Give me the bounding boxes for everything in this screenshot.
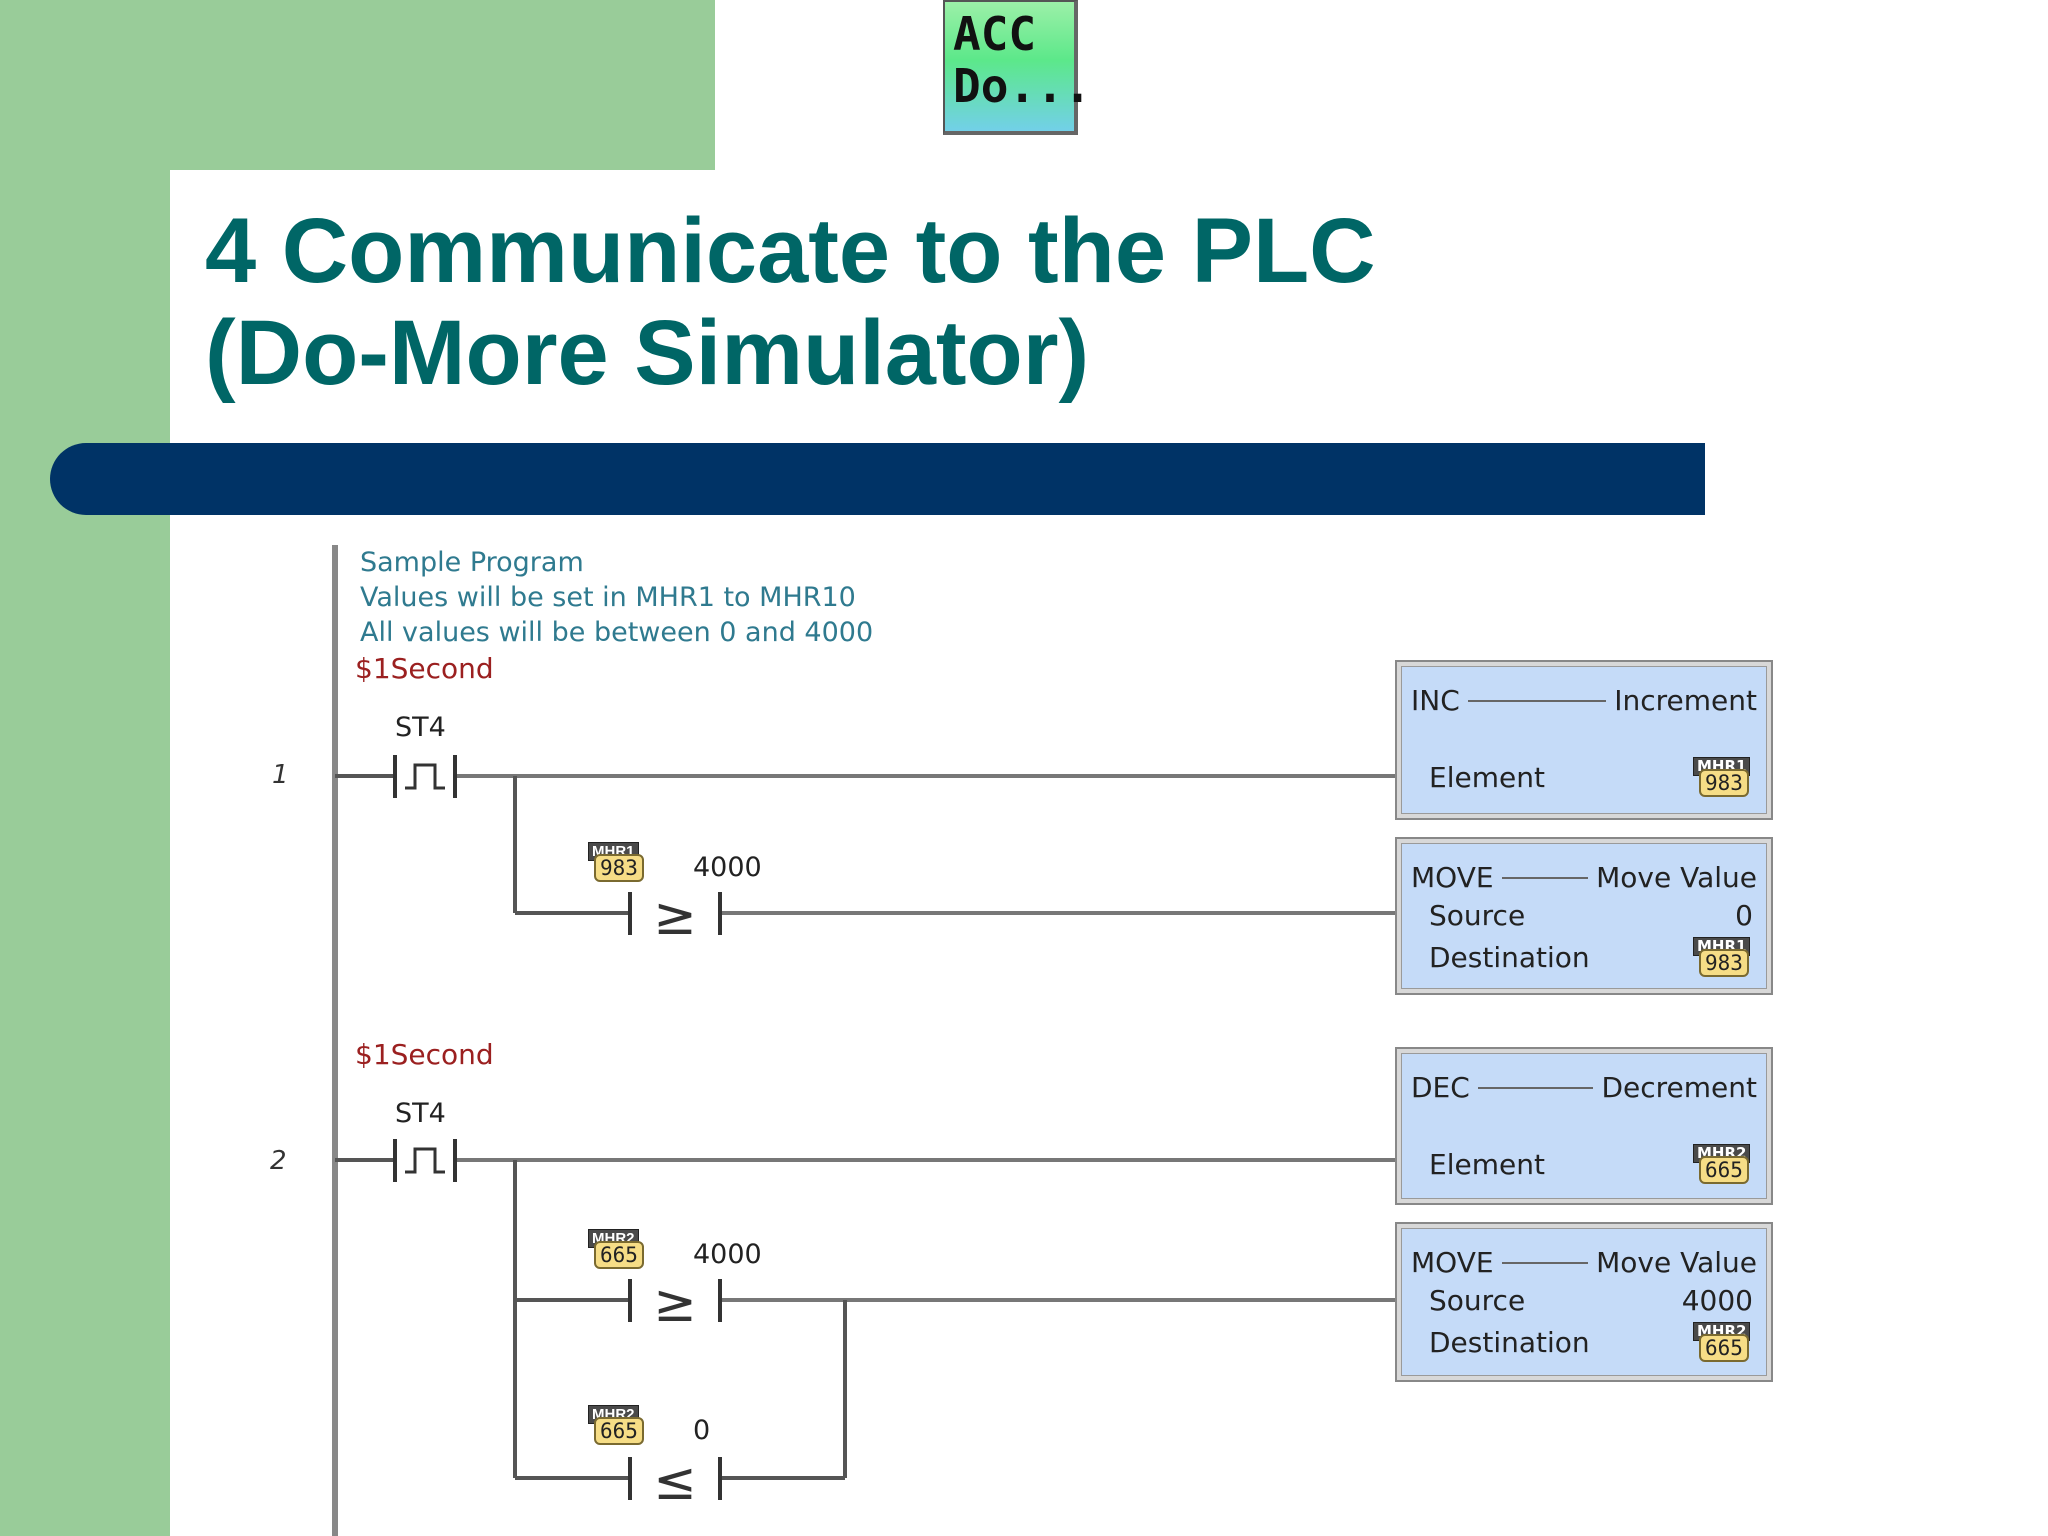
title-line-2: (Do-More Simulator) bbox=[205, 302, 1090, 404]
rung1-contact-label: ST4 bbox=[395, 712, 446, 743]
compare-ge-contact-2[interactable] bbox=[628, 1279, 722, 1322]
st4-contact-1[interactable] bbox=[393, 755, 457, 798]
comment-line-3: All values will be between 0 and 4000 bbox=[360, 617, 874, 648]
ge-operator-1: ≥ bbox=[653, 887, 697, 947]
rung2-trigger: $1Second bbox=[355, 1038, 494, 1071]
move2-source-label: Source bbox=[1429, 1284, 1526, 1317]
le-operator-2: ≤ bbox=[653, 1452, 697, 1512]
move2-dest-label: Destination bbox=[1429, 1325, 1590, 1359]
rung1-compare-constant: 4000 bbox=[693, 852, 762, 883]
move2-desc: Move Value bbox=[1596, 1246, 1757, 1279]
title-divider-band bbox=[50, 443, 1705, 515]
move1-source-value: 0 bbox=[1735, 899, 1753, 932]
green-side-bar bbox=[0, 0, 170, 1536]
dec-name: DEC bbox=[1411, 1071, 1470, 1104]
move2-source-value: 4000 bbox=[1681, 1284, 1753, 1317]
comment-line-2: Values will be set in MHR1 to MHR10 bbox=[360, 582, 856, 613]
green-top-block bbox=[0, 0, 715, 170]
dec-desc: Decrement bbox=[1601, 1071, 1757, 1104]
move1-desc: Move Value bbox=[1596, 861, 1757, 894]
title-line-1: 4 Communicate to the PLC bbox=[205, 200, 1376, 302]
rung2-compare-ge-constant: 4000 bbox=[693, 1239, 762, 1270]
move2-name: MOVE bbox=[1411, 1246, 1494, 1279]
move1-source-label: Source bbox=[1429, 899, 1526, 932]
rung2-compare-le-constant: 0 bbox=[693, 1415, 711, 1446]
inc-element-label: Element bbox=[1429, 760, 1545, 794]
inc-desc: Increment bbox=[1614, 684, 1757, 717]
ge-operator-2: ≥ bbox=[653, 1274, 697, 1334]
dec-element-label: Element bbox=[1429, 1147, 1545, 1181]
st4-contact-2[interactable] bbox=[393, 1139, 457, 1182]
rung1-number: 1 bbox=[272, 760, 289, 790]
move1-name: MOVE bbox=[1411, 861, 1494, 894]
slide-title: 4 Communicate to the PLC (Do-More Simula… bbox=[205, 200, 1376, 404]
rung1-trigger: $1Second bbox=[355, 652, 494, 685]
inc-name: INC bbox=[1411, 684, 1460, 717]
comment-line-1: Sample Program bbox=[360, 547, 584, 578]
compare-le-contact-2[interactable] bbox=[628, 1457, 722, 1500]
rung2-number: 2 bbox=[270, 1146, 287, 1176]
rung2-contact-label: ST4 bbox=[395, 1098, 446, 1129]
compare-ge-contact-1[interactable] bbox=[628, 892, 722, 935]
acc-domore-logo-icon: ACC Do... bbox=[943, 0, 1091, 135]
move1-dest-label: Destination bbox=[1429, 940, 1590, 974]
move-instruction-box-2[interactable]: MOVE Move Value Source 4000 Destination MH… bbox=[1395, 1222, 1773, 1382]
